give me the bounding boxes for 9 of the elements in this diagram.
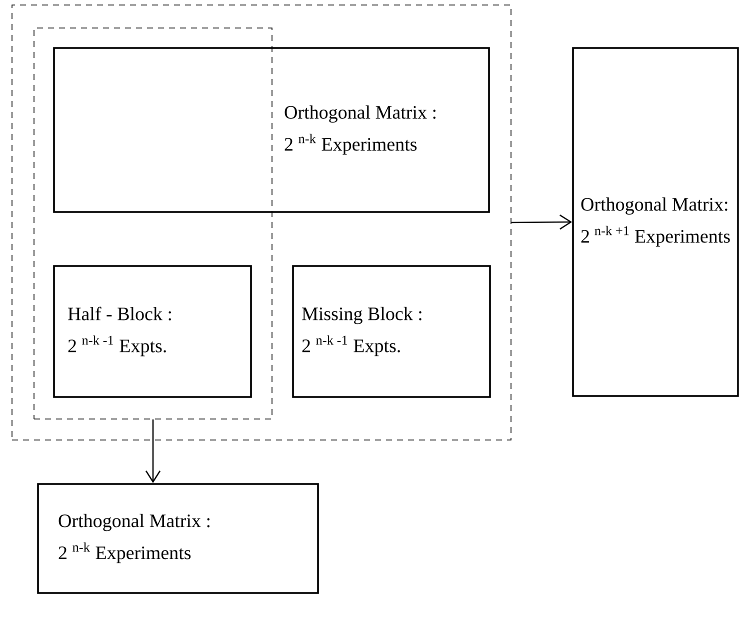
process-box: Orthogonal Matrix : 2 $^{n-k}$ Experiments (37, 483, 319, 594)
arrow (511, 214, 572, 230)
process-box: Half - Block : 2 $^{n-k -1}$ Expts. (53, 265, 252, 398)
dashed-group-box (34, 28, 272, 420)
process-box: Orthogonal Matrix : 2 $^{n-k}$ Experiments (53, 47, 490, 213)
process-box: Orthogonal Matrix: 2 $^{n-k +1}$ Experiments (572, 47, 739, 397)
dashed-group-box (12, 4, 512, 440)
arrow (145, 419, 161, 484)
process-box: Missing Block : 2 $^{n-k -1}$ Expts. (292, 265, 491, 398)
